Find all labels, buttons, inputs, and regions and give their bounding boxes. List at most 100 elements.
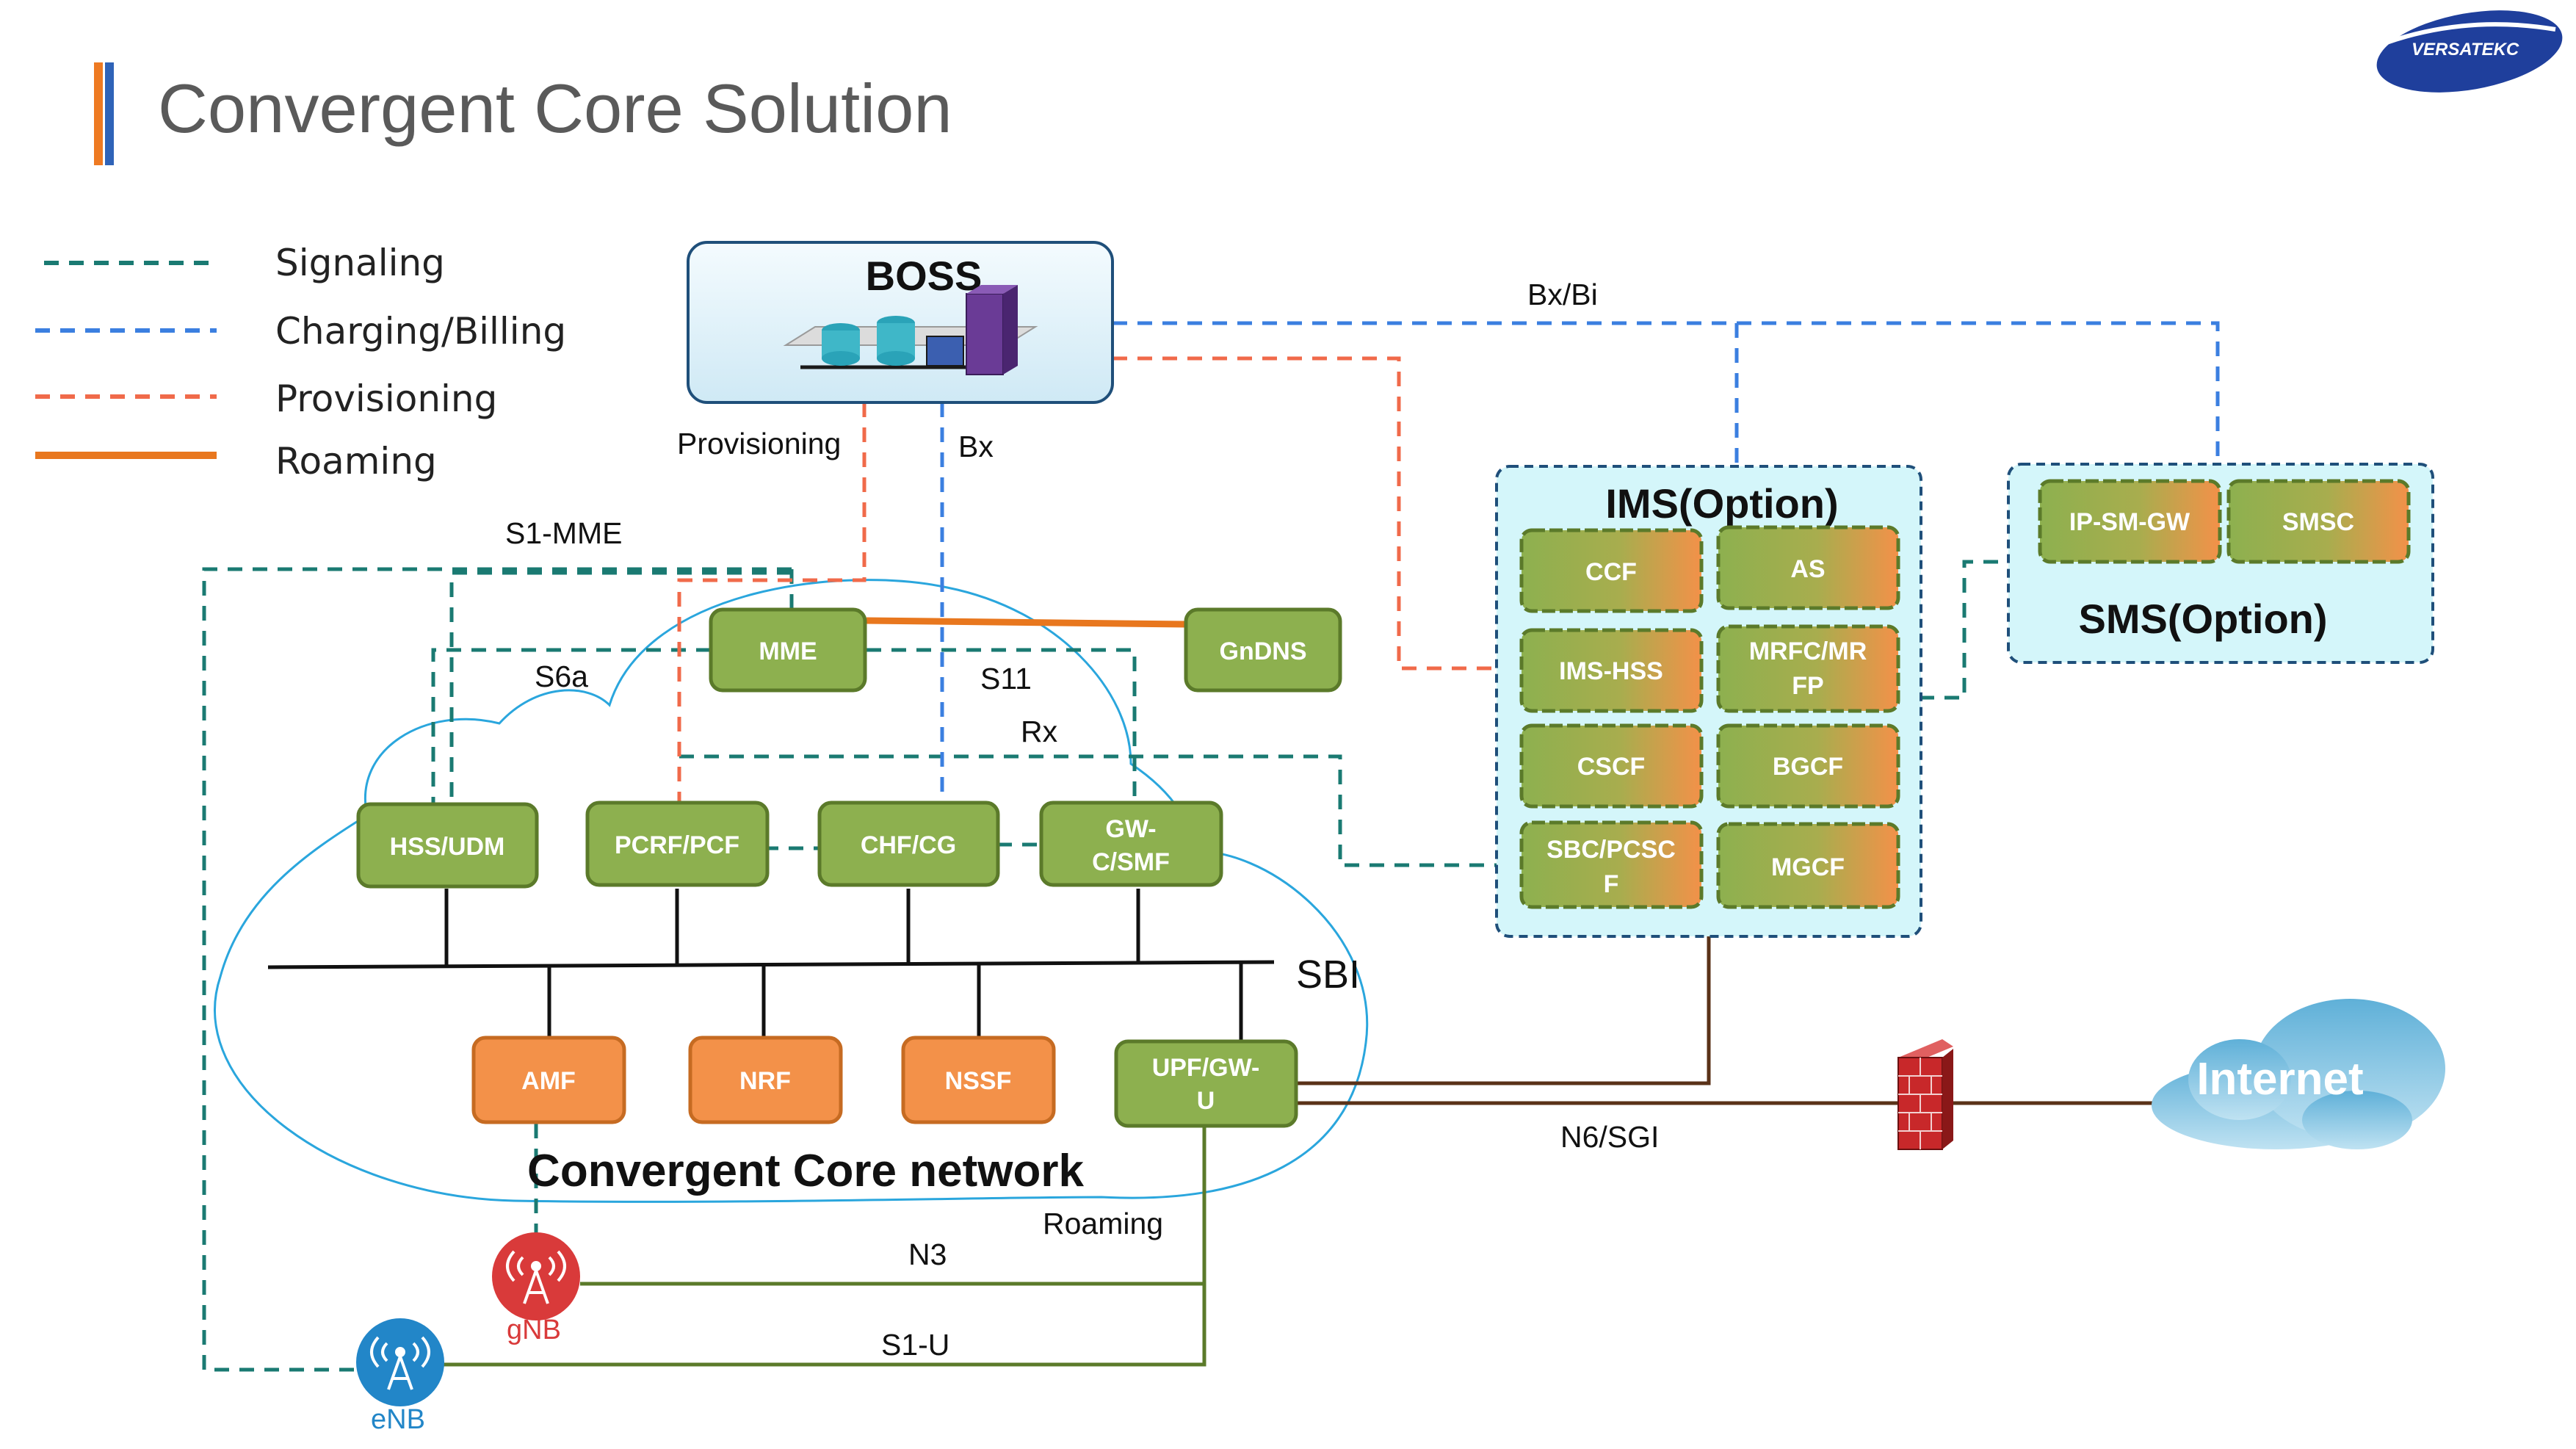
mgcf-label: MGCF xyxy=(1771,853,1845,881)
page-title: Convergent Core Solution xyxy=(158,70,952,147)
ims-title: IMS(Option) xyxy=(1605,480,1838,527)
mrfc-label-line2: FP xyxy=(1792,672,1823,700)
roaming-link xyxy=(866,617,1187,628)
label-n6sgi: N6/SGI xyxy=(1560,1120,1659,1154)
upf-label-line1: UPF/GW- xyxy=(1152,1054,1260,1082)
antenna-icon xyxy=(506,1250,566,1304)
logo-text: VERSATEKC xyxy=(2412,40,2519,59)
ccf-label: CCF xyxy=(1585,558,1637,586)
ims-mrfc-node[interactable]: MRFC/MR FP xyxy=(1716,624,1900,713)
core-nodes: MME GnDNS HSS/UDM PCRF/PCF CHF/CG GW- C/… xyxy=(356,607,1342,1196)
label-s6a: S6a xyxy=(535,660,588,693)
legend-label-provisioning: Provisioning xyxy=(275,377,497,420)
label-s11: S11 xyxy=(980,662,1032,695)
ims-as-node[interactable]: AS xyxy=(1716,525,1900,610)
mme-to-hss-upper xyxy=(449,571,792,804)
amf-node[interactable]: AMF xyxy=(471,1036,626,1124)
server-icon xyxy=(783,285,1038,375)
chf-cg-node[interactable]: CHF/CG xyxy=(817,801,1000,887)
label-n3: N3 xyxy=(908,1237,947,1271)
nssf-node[interactable]: NSSF xyxy=(901,1036,1056,1124)
gnb-station[interactable]: gNB xyxy=(492,1232,580,1345)
upf-label-line2: U xyxy=(1197,1087,1215,1115)
internet-label: Internet xyxy=(2196,1054,2363,1105)
ims-cscf-node[interactable]: CSCF xyxy=(1519,723,1704,809)
label-s1mme: S1-MME xyxy=(505,516,622,550)
internet-cloud: Internet xyxy=(2152,999,2445,1149)
legend-label-roaming: Roaming xyxy=(275,440,437,483)
core-cloud xyxy=(214,579,1369,1203)
sbi-bus xyxy=(267,889,1275,1041)
boss-box[interactable]: BOSS xyxy=(687,241,1114,404)
core-network-title: Convergent Core network xyxy=(527,1146,1084,1196)
gndns-node[interactable]: GnDNS xyxy=(1184,607,1342,693)
signaling-links xyxy=(202,560,2008,1372)
cscf-label: CSCF xyxy=(1577,753,1646,781)
user-plane-links xyxy=(411,1124,1206,1367)
s6a-link xyxy=(431,648,711,804)
chf-cg-label: CHF/CG xyxy=(861,831,956,859)
label-bxbi: Bx/Bi xyxy=(1527,278,1598,311)
label-roaming: Roaming xyxy=(1043,1207,1163,1240)
bxbi-link xyxy=(1112,321,2220,463)
mme-label: MME xyxy=(759,637,817,665)
legend: Signaling Charging/Billing Provisioning … xyxy=(35,242,566,483)
bgcf-label: BGCF xyxy=(1773,753,1843,781)
label-sbi: SBI xyxy=(1296,953,1360,997)
s1u-link xyxy=(411,1124,1206,1367)
sbc-label-line2: F xyxy=(1604,870,1619,898)
hss-udm-label: HSS/UDM xyxy=(390,833,505,861)
boss-provisioning-down xyxy=(677,402,866,804)
enb-station[interactable]: eNB xyxy=(356,1318,444,1435)
smsc-label: SMSC xyxy=(2282,508,2354,536)
upf-node[interactable]: UPF/GW- U xyxy=(1114,1039,1298,1128)
legend-label-signaling: Signaling xyxy=(275,242,445,284)
sbc-label-line1: SBC/PCSC xyxy=(1546,836,1676,864)
label-bx: Bx xyxy=(958,430,994,463)
label-s1u: S1-U xyxy=(881,1328,949,1362)
s11-link xyxy=(866,648,1137,804)
label-rx: Rx xyxy=(1021,715,1058,748)
as-label: AS xyxy=(1790,555,1825,583)
mme-node[interactable]: MME xyxy=(709,607,867,693)
rx-link xyxy=(679,754,1524,867)
ims-ccf-node[interactable]: CCF xyxy=(1519,528,1704,613)
ims-hss-node[interactable]: IMS-HSS xyxy=(1519,628,1704,713)
mrfc-label-line1: MRFC/MR xyxy=(1749,637,1867,665)
gw-smf-node[interactable]: GW- C/SMF xyxy=(1039,801,1223,887)
ims-hss-label: IMS-HSS xyxy=(1559,657,1663,685)
nrf-label: NRF xyxy=(739,1067,791,1095)
provisioning-links xyxy=(677,356,1497,804)
enb-label: eNB xyxy=(371,1404,425,1435)
n6-links xyxy=(1296,936,2236,1105)
sms-panel: IP-SM-GW SMSC SMS(Option) xyxy=(2007,463,2434,664)
gndns-label: GnDNS xyxy=(1220,637,1307,665)
ims-bgcf-node[interactable]: BGCF xyxy=(1716,723,1900,809)
pcrf-pcf-node[interactable]: PCRF/PCF xyxy=(585,801,770,887)
legend-label-charging: Charging/Billing xyxy=(275,310,566,353)
nrf-node[interactable]: NRF xyxy=(688,1036,843,1124)
title-accent-blue xyxy=(105,62,114,165)
gnb-label: gNB xyxy=(507,1315,561,1345)
ims-mgcf-node[interactable]: MGCF xyxy=(1716,822,1900,909)
s1-mme-link xyxy=(202,567,792,1372)
sms-ims-link xyxy=(1895,560,2008,700)
gw-smf-label-line2: C/SMF xyxy=(1092,848,1170,876)
pcrf-pcf-label: PCRF/PCF xyxy=(615,831,739,859)
smsc-node[interactable]: SMSC xyxy=(2226,479,2411,564)
interface-labels: Provisioning Bx Bx/Bi S1-MME S6a S11 Rx … xyxy=(505,278,1659,1362)
hss-udm-node[interactable]: HSS/UDM xyxy=(356,802,539,889)
upf-ims-link xyxy=(1296,936,1711,1085)
title-accent-orange xyxy=(94,62,103,165)
gw-smf-label-line1: GW- xyxy=(1105,815,1156,843)
ims-sbc-node[interactable]: SBC/PCSC F xyxy=(1519,820,1704,909)
charging-links xyxy=(940,321,2220,804)
firewall-icon xyxy=(1897,1039,1953,1150)
amf-label: AMF xyxy=(521,1067,576,1095)
label-provisioning: Provisioning xyxy=(677,427,841,460)
nssf-label: NSSF xyxy=(945,1067,1012,1095)
ip-sm-gw-node[interactable]: IP-SM-GW xyxy=(2038,479,2222,564)
boss-title: BOSS xyxy=(866,253,983,299)
sms-title: SMS(Option) xyxy=(2078,596,2327,642)
